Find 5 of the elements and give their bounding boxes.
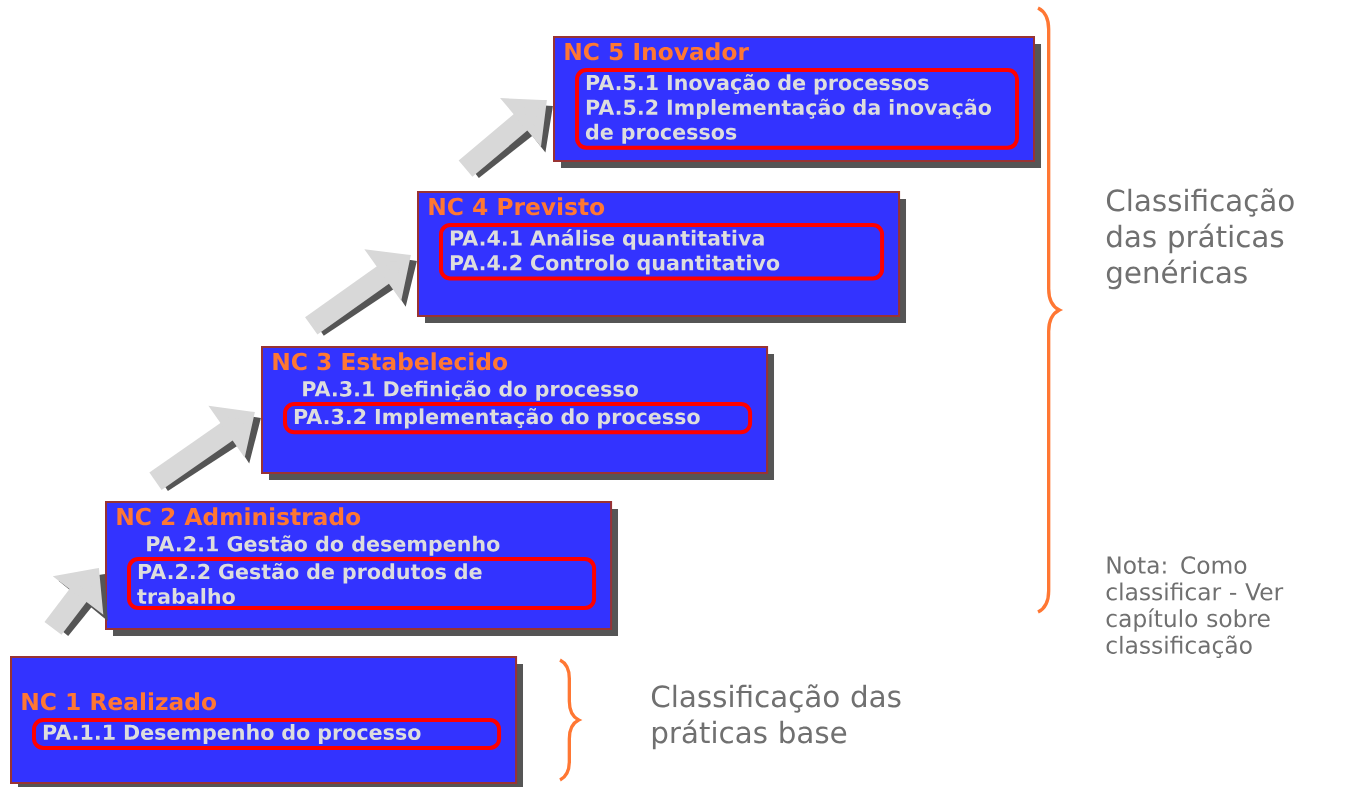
side-note: Classificação das práticas base	[651, 684, 901, 750]
block-arrow	[44, 568, 108, 636]
side-note: Nota: Como classificar - Ver capítulo sobre classificação	[1106, 556, 1284, 659]
block-arrow	[458, 98, 553, 178]
side-note: Classificação das práticas genéricas	[1106, 188, 1294, 290]
